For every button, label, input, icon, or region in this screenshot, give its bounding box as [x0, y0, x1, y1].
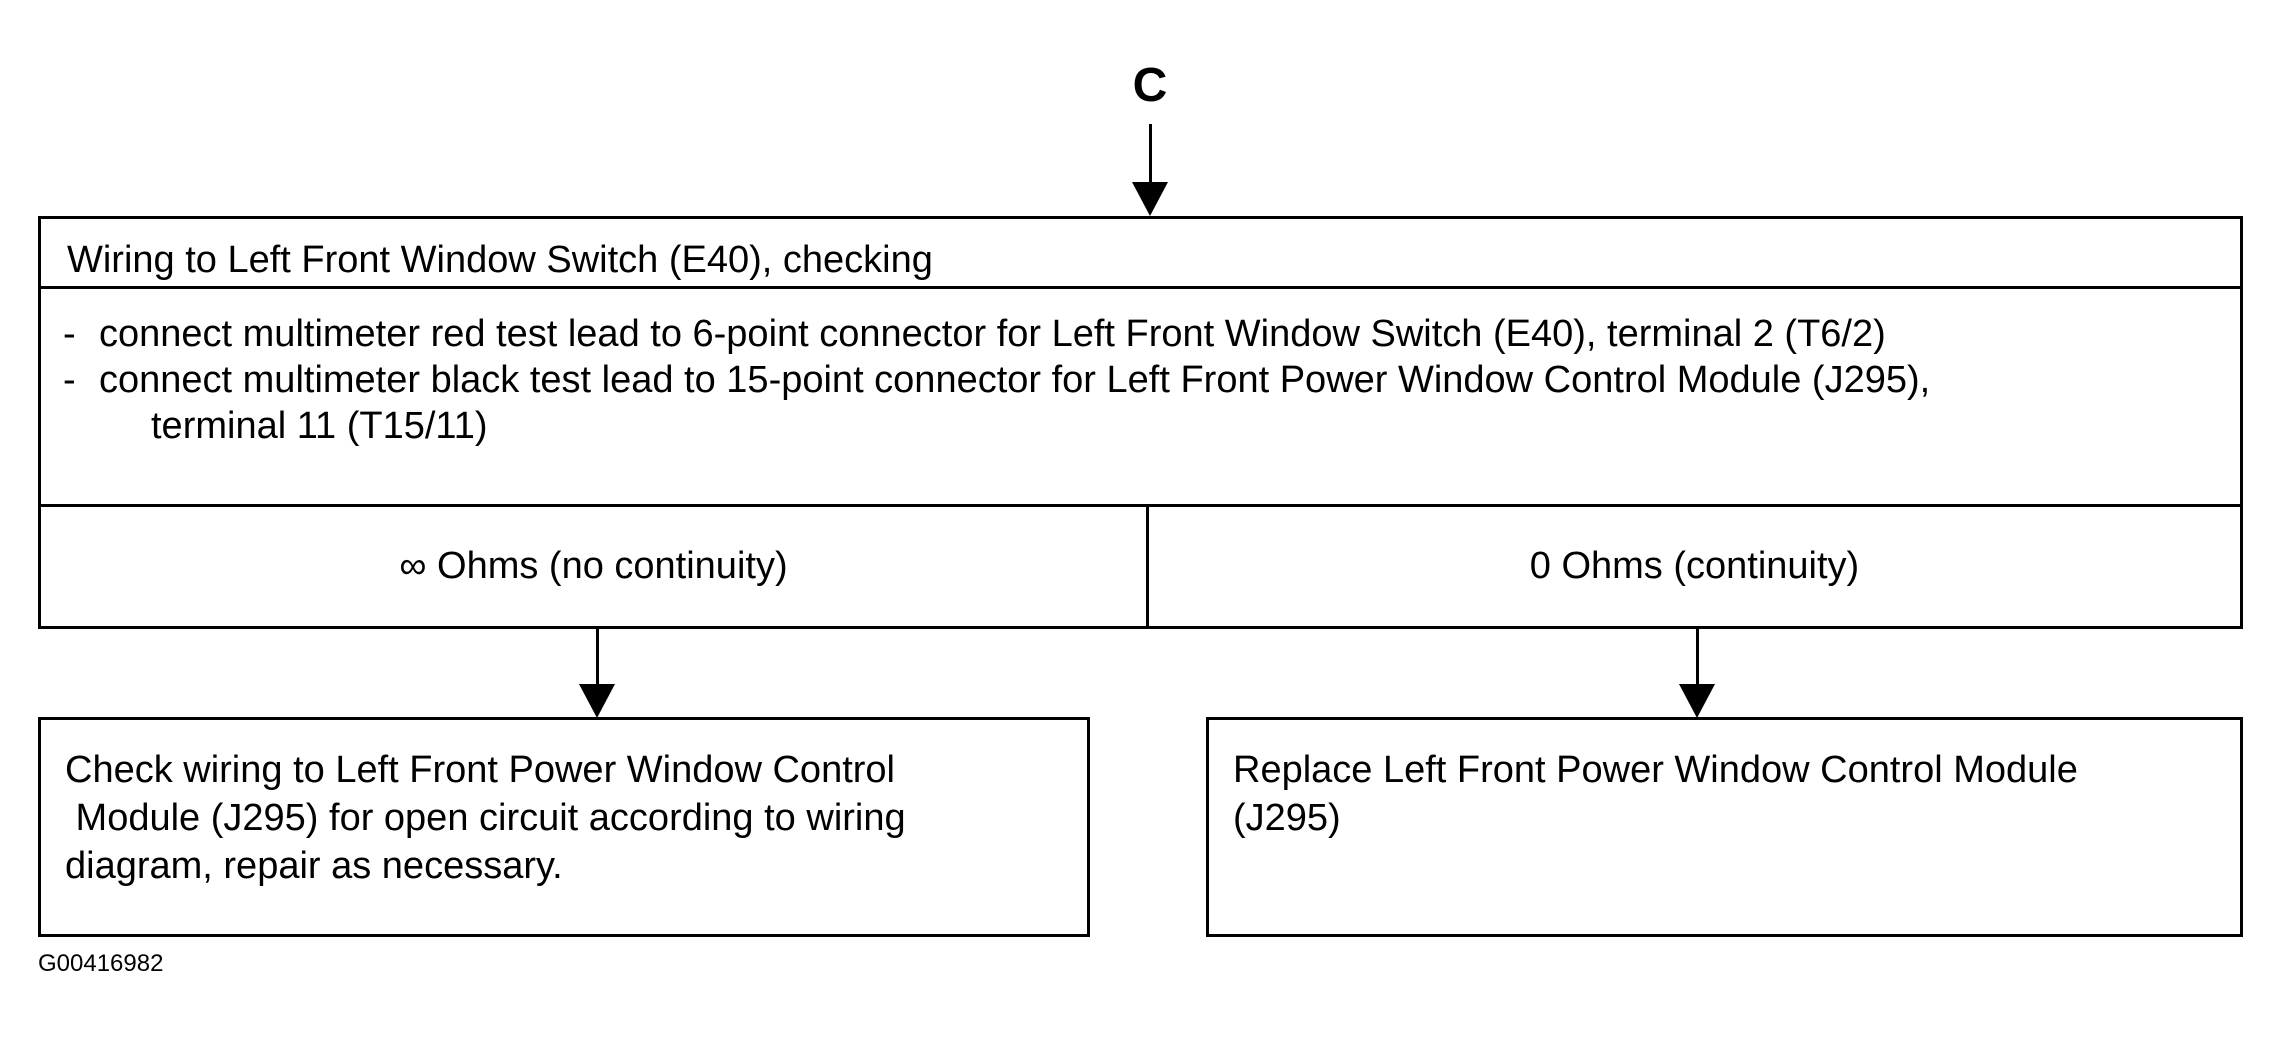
entry-arrowhead [1132, 182, 1168, 216]
action-text-line: Replace Left Front Power Window Control … [1233, 749, 2078, 791]
action-text-line: (J295) [1233, 797, 1341, 839]
test-step-title: Wiring to Left Front Window Switch (E40)… [41, 219, 2240, 289]
left-branch-line [596, 629, 599, 687]
action-check-wiring-box: Check wiring to Left Front Power Window … [38, 717, 1090, 937]
test-step-box: Wiring to Left Front Window Switch (E40)… [38, 216, 2243, 629]
left-branch-arrowhead [579, 684, 615, 718]
instruction-text: connect multimeter red test lead to 6-po… [99, 313, 1886, 355]
connector-c-label: C [1132, 59, 1168, 112]
bullet-dash: - [63, 359, 76, 401]
right-branch-arrowhead [1679, 684, 1715, 718]
result-row: ∞ Ohms (no continuity) 0 Ohms (continuit… [41, 504, 2240, 629]
right-branch-line [1696, 629, 1699, 687]
action-text-line: Check wiring to Left Front Power Window … [65, 749, 895, 791]
action-text-line: Module (J295) for open circuit according… [65, 797, 906, 839]
instruction-text: connect multimeter black test lead to 15… [99, 359, 1931, 401]
action-text-line: diagram, repair as necessary. [65, 845, 563, 887]
instruction-red-lead: - connect multimeter red test lead to 6-… [63, 311, 2220, 357]
result-no-continuity: ∞ Ohms (no continuity) [41, 507, 1149, 629]
bullet-dash: - [63, 313, 76, 355]
figure-id: G00416982 [38, 950, 164, 977]
action-replace-module-box: Replace Left Front Power Window Control … [1206, 717, 2243, 937]
result-continuity: 0 Ohms (continuity) [1529, 545, 1860, 587]
test-instructions: - connect multimeter red test lead to 6-… [63, 311, 2220, 449]
instruction-continuation: terminal 11 (T15/11) [151, 405, 488, 447]
entry-connector-line [1149, 124, 1152, 184]
instruction-black-lead: - connect multimeter black test lead to … [63, 357, 2220, 403]
